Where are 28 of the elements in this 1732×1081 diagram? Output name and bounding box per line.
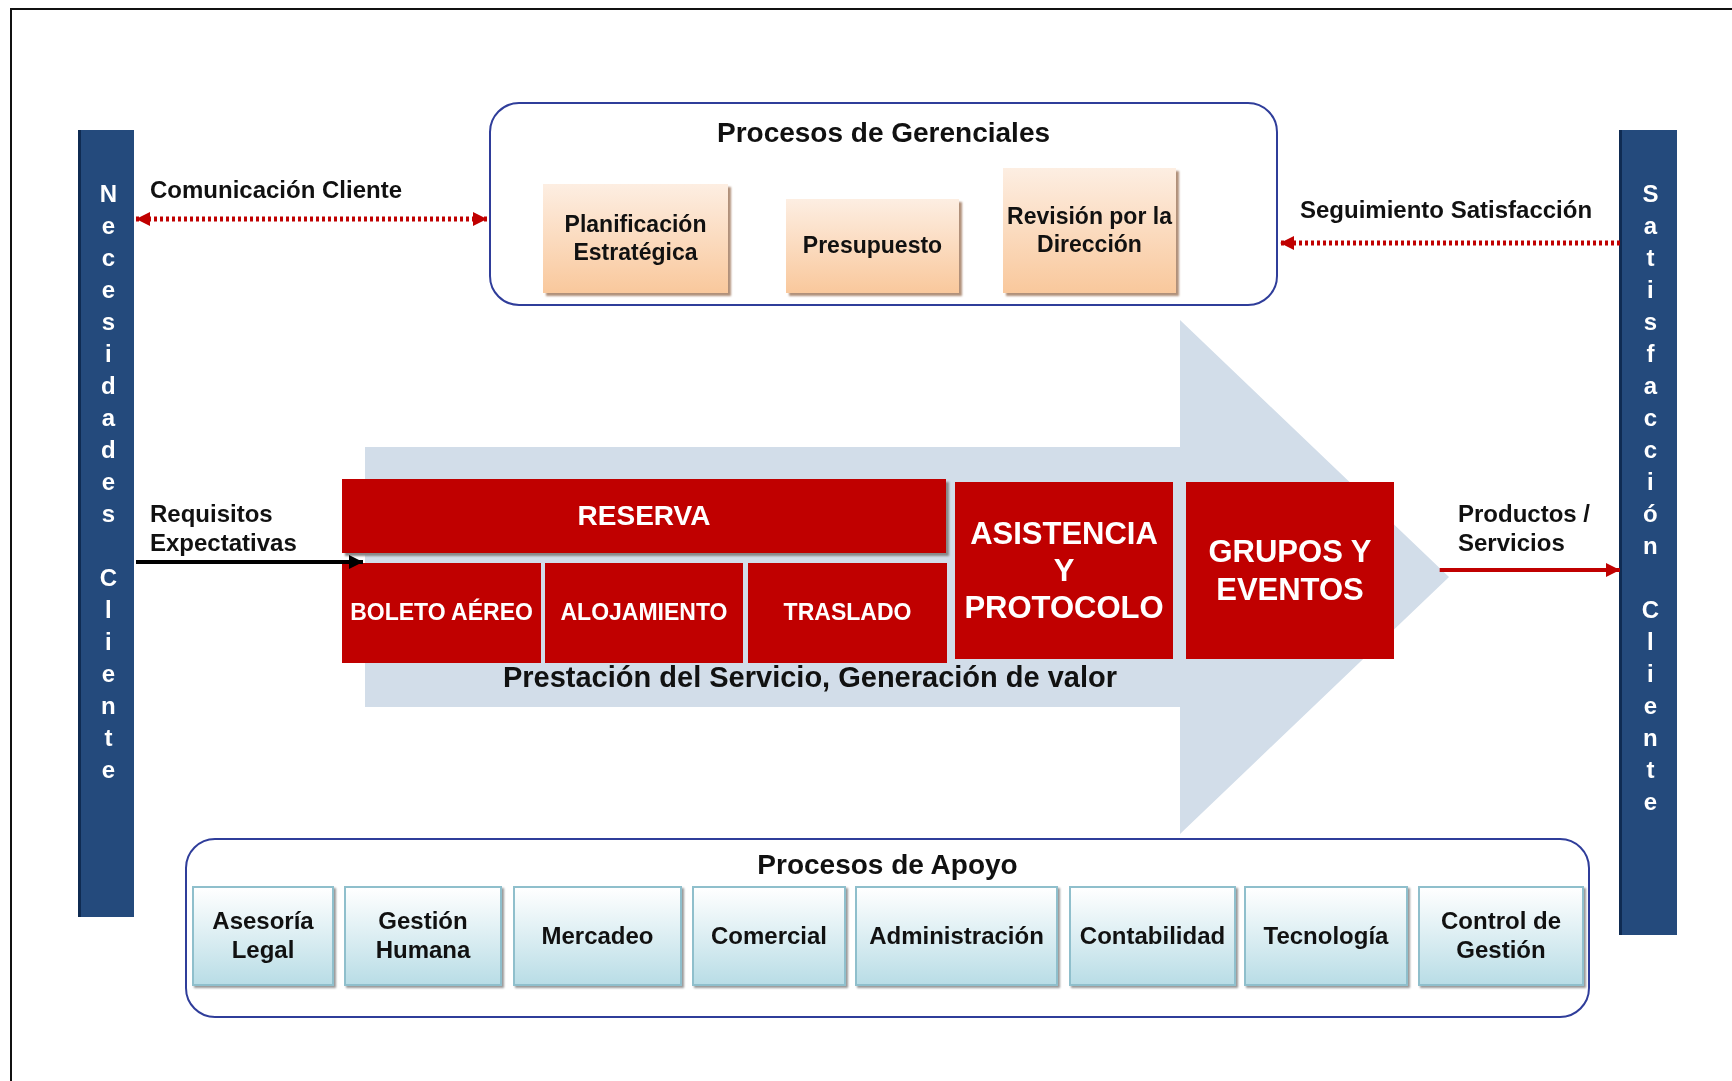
service-box: BOLETO AÉREO: [342, 563, 541, 663]
arrow: [1439, 563, 1620, 577]
support-box: Control de Gestión: [1418, 886, 1584, 986]
service-box: ASISTENCIA Y PROTOCOLO: [955, 482, 1173, 659]
group-title: Procesos de Gerenciales: [715, 116, 1052, 150]
process-box: Revisión por la Dirección: [1003, 168, 1176, 293]
service-box: TRASLADO: [748, 563, 947, 663]
group-title: Procesos de Apoyo: [756, 848, 1019, 882]
dotted-arrow: [1280, 236, 1620, 250]
vertical-bar: Satisfacción Cliente: [1622, 130, 1677, 935]
support-box: Contabilidad: [1069, 886, 1236, 986]
support-box: Administración: [855, 886, 1058, 986]
support-box: Gestión Humana: [344, 886, 502, 986]
process-box: Presupuesto: [786, 199, 959, 293]
group-box: [489, 102, 1278, 306]
support-box: Tecnología: [1244, 886, 1408, 986]
dotted-arrow: [136, 212, 487, 226]
process-box: Planificación Estratégica: [543, 184, 728, 293]
arrow-label: Prestación del Servicio, Generación de valor: [501, 660, 1119, 695]
arrow: [136, 555, 363, 569]
service-box: GRUPOS Y EVENTOS: [1186, 482, 1394, 659]
service-box: ALOJAMIENTO: [545, 563, 743, 663]
service-box: RESERVA: [342, 479, 946, 553]
vertical-bar: Necesidades Cliente: [81, 130, 134, 917]
support-box: Mercadeo: [513, 886, 682, 986]
group-box: [185, 838, 1590, 1018]
support-box: Asesoría Legal: [192, 886, 334, 986]
support-box: Comercial: [692, 886, 846, 986]
